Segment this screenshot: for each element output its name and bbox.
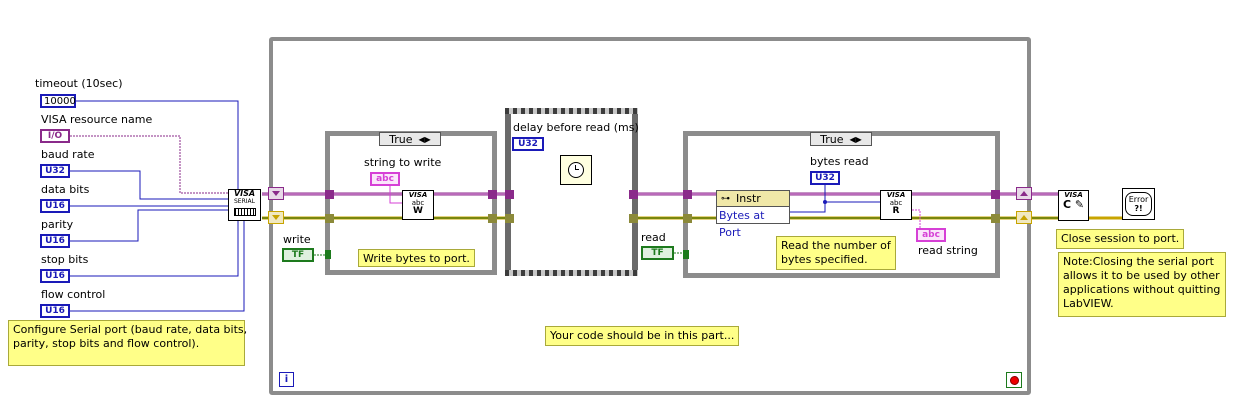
watch-icon [568,162,584,178]
wire-flow [70,221,245,312]
read-number-note: Read the number of bytes specified. [776,236,896,270]
close-session-note: Close session to port. [1056,229,1185,249]
visa-read-node[interactable]: VISA abc R [880,190,912,220]
case-read-selector[interactable]: True ◀▶ [810,132,872,146]
bytes-read-indicator: U32 [810,171,840,185]
loop-shift-register-left-top [268,187,284,200]
tunnel-case1-bool [325,250,331,259]
tunnel-seq-out-top [629,190,638,199]
write-bytes-note: Write bytes to port. [358,249,475,267]
wire-parity [70,209,231,242]
delay-label: delay before read (ms) [513,121,639,134]
flow-control-control[interactable]: U16 [40,304,70,318]
visa-serial-node[interactable]: VISA SERIAL [228,189,261,221]
string-to-write-control[interactable]: abc [370,172,400,186]
baud-rate-label: baud rate [41,148,95,161]
write-label: write [283,233,311,246]
wire-stopbits [70,221,239,277]
stop-bits-control[interactable]: U16 [40,269,70,283]
tunnel-seq-in-top [505,190,514,199]
stop-condition-terminal[interactable] [1006,372,1022,388]
loop-shift-register-right-bottom [1016,211,1032,224]
wire-baud [70,170,231,200]
data-bits-label: data bits [41,183,90,196]
iteration-terminal: i [279,372,294,387]
data-bits-control[interactable]: U16 [40,199,70,213]
closing-note: Note:Closing the serial port allows it t… [1058,252,1226,317]
stop-icon [1009,375,1019,385]
visa-resource-control[interactable]: I/O [40,129,70,143]
error-dialog-icon: Error ?! [1124,192,1153,216]
bytes-read-label: bytes read [810,155,869,168]
loop-shift-register-left-bottom [268,211,284,224]
wire-visa-resource [70,135,231,194]
your-code-note: Your code should be in this part... [545,326,740,346]
error-handler-node[interactable]: Error ?! [1122,188,1155,220]
tunnel-case1-in-bottom [325,214,334,223]
property-node-icon: ⊶ [721,193,730,204]
tunnel-case1-out-top [488,190,497,199]
parity-label: parity [41,218,74,231]
tunnel-case2-out-bottom [991,214,1000,223]
tunnel-seq-out-bottom [629,214,638,223]
configure-note: Configure Serial port (baud rate, data b… [8,320,247,366]
visa-close-node[interactable]: VISA C ✎ [1058,190,1089,221]
tunnel-case2-in-bottom [683,214,692,223]
tunnel-case1-out-bottom [488,214,497,223]
stop-bits-label: stop bits [41,253,89,266]
close-icon: C ✎ [1062,198,1085,211]
dropdown-arrows-icon: ◀▶ [418,134,431,144]
bytes-at-port-property[interactable]: Bytes at Port [719,209,765,239]
write-boolean-control[interactable]: TF [282,248,314,262]
parity-control[interactable]: U16 [40,234,70,248]
flow-control-label: flow control [41,288,106,301]
tunnel-case2-bool [683,250,689,259]
visa-write-node[interactable]: VISA abc W [402,190,434,220]
string-to-write-label: string to write [364,156,442,169]
tunnel-case2-out-top [991,190,1000,199]
delay-control[interactable]: U32 [512,137,544,151]
read-string-label: read string [918,244,978,257]
tunnel-case2-in-top [683,190,692,199]
baud-rate-control[interactable]: U32 [40,164,70,178]
timeout-control[interactable]: 10000 [40,94,76,108]
tunnel-seq-in-bottom [505,214,514,223]
timeout-label: timeout (10sec) [35,77,123,90]
property-node[interactable]: ⊶ Instr Bytes at Port [716,190,790,239]
case-write-selector[interactable]: True ◀▶ [379,132,441,146]
wait-ms-node[interactable] [560,155,592,185]
loop-shift-register-right-top [1016,187,1032,200]
visa-resource-label: VISA resource name [41,113,153,126]
read-string-indicator: abc [916,228,946,242]
dropdown-arrows-icon: ◀▶ [849,134,862,144]
read-label: read [641,231,666,244]
tunnel-case1-in-top [325,190,334,199]
read-boolean-control[interactable]: TF [641,246,674,260]
